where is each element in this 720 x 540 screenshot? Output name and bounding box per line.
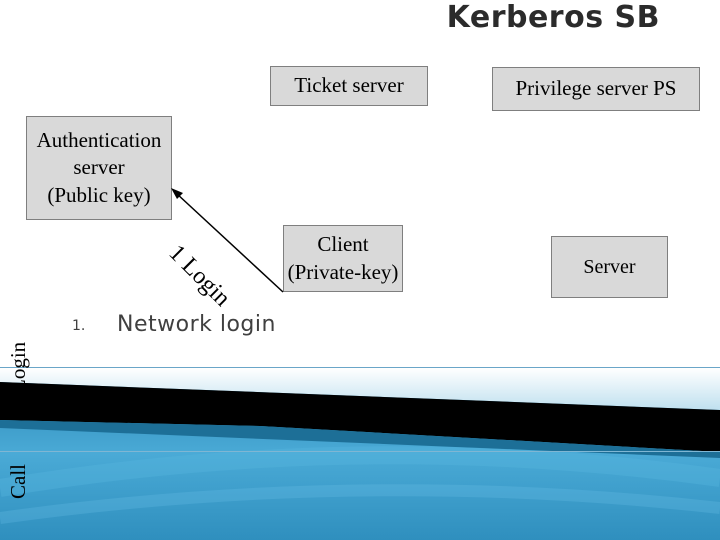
server-box: Server [551, 236, 668, 298]
auth-server-line-3: (Public key) [47, 182, 151, 207]
authentication-server-box: Authentication server (Public key) [26, 116, 172, 220]
client-line-2: (Private-key) [287, 259, 399, 284]
privilege-server-box: Privilege server PS [492, 67, 700, 111]
client-line-1: Client [317, 232, 369, 257]
ticket-server-box: Ticket server [270, 66, 428, 106]
side-label-call: Call [6, 464, 30, 499]
title: Kerberos SB [446, 0, 660, 35]
divider-line-bottom [0, 451, 720, 452]
client-box: Client (Private-key) [283, 225, 403, 292]
bullet-text: Network login [117, 312, 276, 337]
decorative-band [0, 368, 720, 540]
privilege-server-label: Privilege server PS [515, 76, 677, 101]
divider-line-top [0, 367, 720, 368]
side-label-login: Login [6, 341, 30, 392]
auth-server-line-1: Authentication [36, 128, 162, 153]
server-label: Server [583, 256, 636, 278]
ticket-server-label: Ticket server [294, 73, 404, 98]
auth-server-line-2: server [73, 155, 125, 180]
bullet-number: 1. [72, 318, 86, 334]
